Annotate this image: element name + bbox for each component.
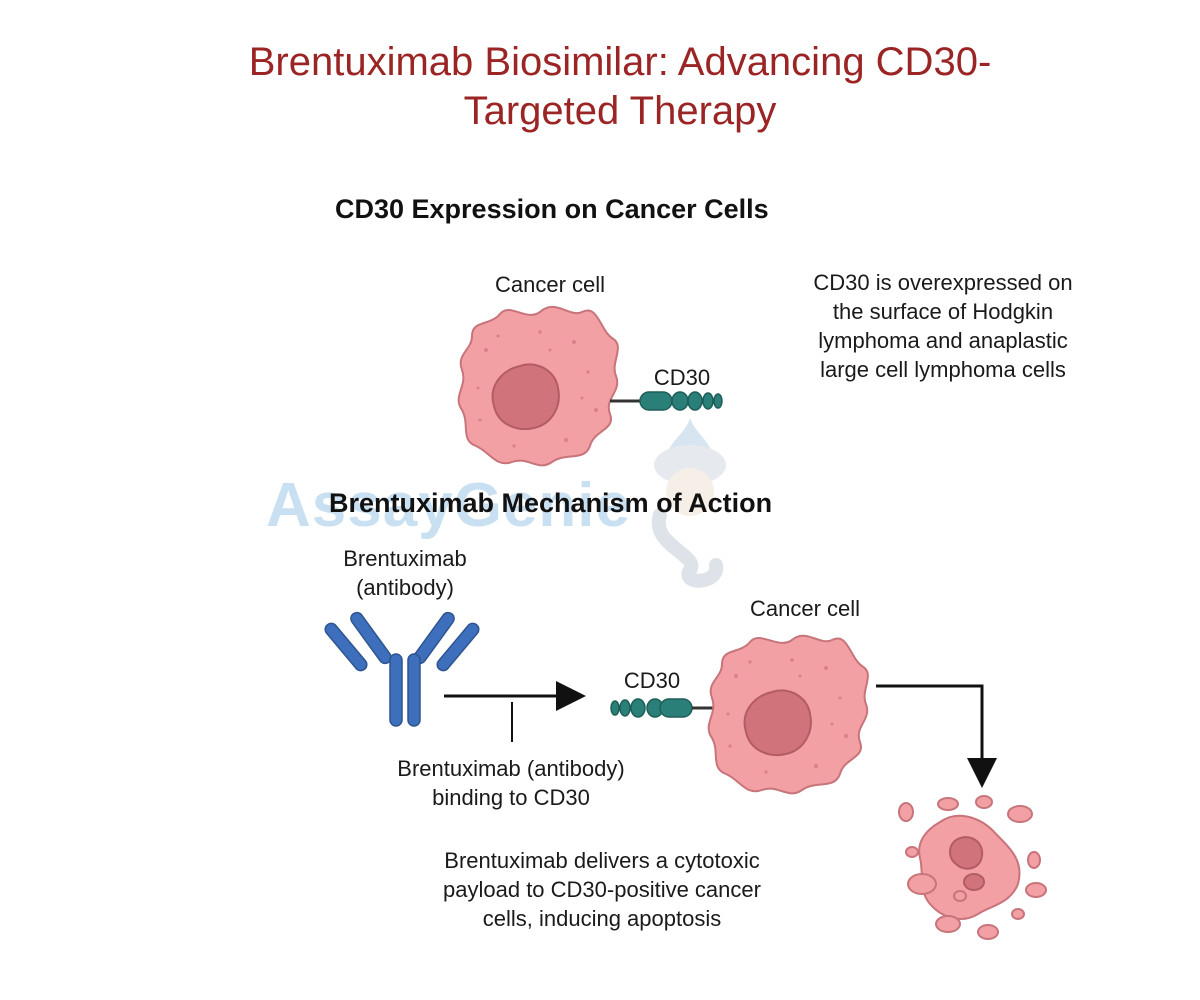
page-title: Brentuximab Biosimilar: Advancing CD30- … bbox=[0, 38, 1200, 136]
cd30-description: CD30 is overexpressed on the surface of … bbox=[770, 268, 1116, 384]
mechanism-description-line-1: Brentuximab delivers a cytotoxic bbox=[444, 848, 760, 873]
cd30-description-line-4: large cell lymphoma cells bbox=[820, 357, 1066, 382]
binding-label: Brentuximab (antibody) binding to CD30 bbox=[356, 754, 666, 812]
section-heading-mechanism: Brentuximab Mechanism of Action bbox=[329, 488, 773, 518]
genie-watermark-icon bbox=[651, 418, 726, 588]
mechanism-description-line-2: payload to CD30-positive cancer bbox=[443, 877, 761, 902]
apoptotic-cell-icon bbox=[898, 795, 1047, 940]
antibody-label-line-1: Brentuximab bbox=[343, 546, 467, 571]
cancer-cell-label-bottom: Cancer cell bbox=[749, 596, 861, 621]
section-heading-cd30-expression: CD30 Expression on Cancer Cells bbox=[335, 194, 769, 224]
apoptosis-arrow bbox=[876, 684, 997, 788]
mechanism-description: Brentuximab delivers a cytotoxic payload… bbox=[392, 846, 812, 933]
binding-label-line-1: Brentuximab (antibody) bbox=[397, 756, 625, 781]
antibody-label: Brentuximab (antibody) bbox=[315, 544, 495, 602]
watermark-text: AssayGenie bbox=[266, 471, 631, 540]
cd30-description-line-1: CD30 is overexpressed on bbox=[813, 270, 1073, 295]
antibody-icon bbox=[324, 611, 480, 727]
cd30-receptor-top bbox=[610, 391, 723, 411]
title-line-2: Targeted Therapy bbox=[463, 89, 777, 133]
antibody-label-line-2: (antibody) bbox=[356, 575, 454, 600]
cancer-cell-bottom bbox=[707, 634, 869, 795]
cd30-receptor-bottom bbox=[610, 698, 724, 718]
title-line-1: Brentuximab Biosimilar: Advancing CD30- bbox=[248, 40, 992, 84]
cancer-cell-top bbox=[457, 305, 619, 467]
binding-label-line-2: binding to CD30 bbox=[432, 785, 590, 810]
mechanism-description-line-3: cells, inducing apoptosis bbox=[482, 906, 722, 931]
cd30-label-bottom: CD30 bbox=[623, 668, 681, 693]
cd30-label-top: CD30 bbox=[653, 365, 711, 390]
cancer-cell-label-top: Cancer cell bbox=[494, 272, 606, 297]
cd30-description-line-2: the surface of Hodgkin bbox=[832, 299, 1054, 324]
cd30-description-line-3: lymphoma and anaplastic bbox=[818, 328, 1068, 353]
